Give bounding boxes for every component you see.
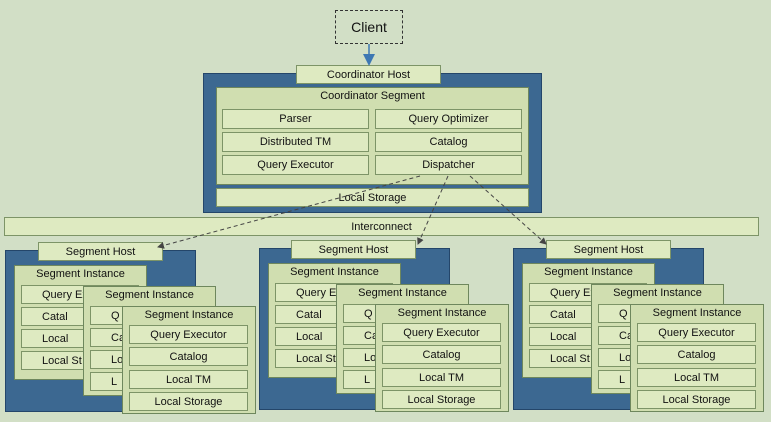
segment-instance-title: Segment Instance — [36, 268, 125, 280]
query-executor-box: Query Executor — [382, 323, 501, 342]
query-executor-box: Query Executor — [637, 323, 756, 342]
catalog-box: Catalog — [375, 132, 522, 152]
coordinator-local-storage-box: Local Storage — [216, 188, 529, 207]
segment-instance-title: Segment Instance — [144, 309, 234, 321]
local-tm-box: Local TM — [129, 370, 248, 389]
segment-instance-title: Segment Instance — [613, 287, 702, 299]
local-tm-box: Local TM — [382, 368, 501, 387]
local-tm-box: Local TM — [637, 368, 756, 387]
catalog-box: Catalog — [637, 345, 756, 364]
client-box: Client — [335, 10, 403, 44]
local-storage-box: Local Storage — [637, 390, 756, 409]
client-label: Client — [351, 19, 387, 35]
local-storage-box: Local Storage — [129, 392, 248, 411]
local-storage-box: Local Storage — [382, 390, 501, 409]
segment-instance-title: Segment Instance — [358, 287, 447, 299]
interconnect-bar: Interconnect — [4, 217, 759, 236]
segment-instance-title: Segment Instance — [652, 307, 742, 319]
catalog-box: Catalog — [382, 345, 501, 364]
parser-box: Parser — [222, 109, 369, 129]
segment-instance-title: Segment Instance — [544, 266, 633, 278]
query-executor-box: Query Executor — [129, 325, 248, 344]
coordinator-segment-title: Coordinator Segment — [320, 90, 425, 102]
segment-instance-title: Segment Instance — [290, 266, 379, 278]
segment-host-label: Segment Host — [546, 240, 671, 259]
catalog-box: Catalog — [129, 347, 248, 366]
segment-instance-title: Segment Instance — [105, 289, 194, 301]
dispatcher-box: Dispatcher — [375, 155, 522, 175]
segment-host-label: Segment Host — [38, 242, 163, 261]
segment-instance-title: Segment Instance — [397, 307, 487, 319]
query-executor-box: Query Executor — [222, 155, 369, 175]
coordinator-host-label: Coordinator Host — [296, 65, 441, 84]
distributed-tm-box: Distributed TM — [222, 132, 369, 152]
query-optimizer-box: Query Optimizer — [375, 109, 522, 129]
segment-host-label: Segment Host — [291, 240, 416, 259]
